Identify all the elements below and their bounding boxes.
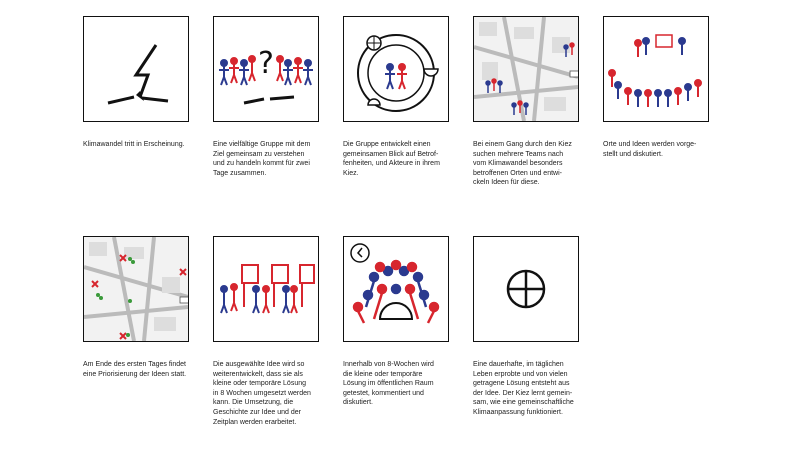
svg-text:?: ?	[258, 46, 274, 81]
step-illustration	[343, 16, 449, 122]
step-caption: Eine dauerhafte, im täglichen Leben erpr…	[473, 361, 574, 416]
step-8-testing: Innerhalb von 8-Wochen wird die kleine o…	[343, 236, 451, 408]
step-illustration	[83, 16, 189, 122]
presentation-icon	[608, 34, 702, 107]
circle-view-icon	[357, 34, 439, 112]
lightning-icon	[107, 44, 169, 105]
step-caption: Innerhalb von 8-Wochen wird die kleine o…	[343, 361, 434, 407]
clock-crowd-icon	[350, 243, 440, 324]
step-3-shared-view: Die Gruppe entwickelt einen gemeinsamen …	[343, 16, 451, 178]
map-teams-icon	[474, 17, 578, 121]
step-illustration	[473, 236, 579, 342]
step-illustration	[343, 236, 449, 342]
crosshair-circle-icon	[506, 269, 546, 309]
group-question-icon: ?	[219, 46, 314, 105]
step-6-prioritisation: Am Ende des ersten Tages findet eine Pri…	[83, 236, 191, 379]
step-9-permanent-solution: Eine dauerhafte, im täglichen Leben erpr…	[473, 236, 581, 418]
step-caption: Eine vielfältige Gruppe mit dem Ziel gem…	[213, 141, 311, 177]
development-boards-icon	[220, 264, 315, 314]
step-illustration	[603, 16, 709, 122]
step-illustration	[213, 236, 319, 342]
step-caption: Am Ende des ersten Tages findet eine Pri…	[83, 361, 187, 378]
step-4-walk: Bei einem Gang durch den Kiez suchen meh…	[473, 16, 581, 188]
step-2-group: ? Eine vielfältige Gruppe mit dem Ziel g…	[213, 16, 321, 178]
step-illustration	[83, 236, 189, 342]
step-illustration: ?	[213, 16, 319, 122]
map-priority-icon	[84, 237, 188, 341]
step-caption: Orte und Ideen werden vorge- stellt und …	[603, 141, 697, 158]
step-illustration	[473, 16, 579, 122]
step-1-climate-change: Klimawandel tritt in Erscheinung.	[83, 16, 191, 150]
step-caption: Bei einem Gang durch den Kiez suchen meh…	[473, 141, 572, 187]
step-caption: Klimawandel tritt in Erscheinung.	[83, 141, 185, 148]
step-caption: Die Gruppe entwickelt einen gemeinsamen …	[343, 141, 440, 177]
step-5-presentation: Orte und Ideen werden vorge- stellt und …	[603, 16, 711, 159]
step-caption: Die ausgewählte Idee wird so weiterentwi…	[213, 361, 311, 426]
step-7-development: Die ausgewählte Idee wird so weiterentwi…	[213, 236, 321, 427]
